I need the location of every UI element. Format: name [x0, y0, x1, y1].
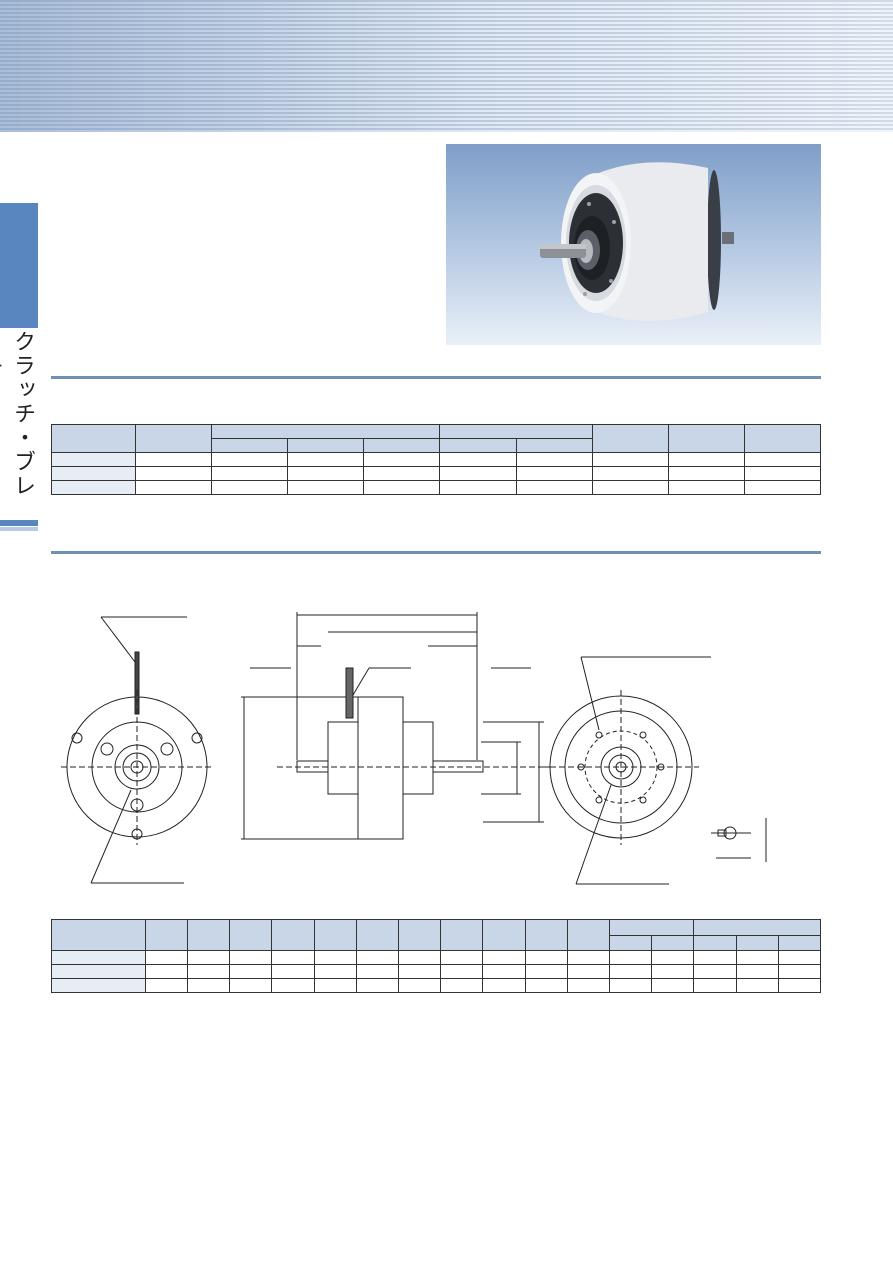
section-rule-dimensions	[51, 551, 821, 554]
section-rule-spec	[51, 376, 821, 379]
table-row	[50, 466, 822, 481]
side-accent-bar	[0, 520, 38, 526]
dimension-drawing	[61, 612, 767, 885]
table-row	[51, 964, 822, 979]
front-view-left	[61, 616, 213, 884]
side-view	[241, 612, 551, 840]
table-row	[50, 452, 822, 467]
side-accent-bar-light	[0, 527, 38, 531]
table-row	[51, 950, 822, 965]
key-detail	[711, 818, 767, 862]
table-row	[50, 480, 822, 495]
side-category-tab[interactable]	[0, 203, 38, 328]
product-photo	[446, 144, 821, 345]
side-category-label: クラッチ・ブレーキ	[0, 330, 35, 498]
header-gradient	[0, 0, 893, 132]
spec-table	[50, 424, 822, 495]
clutch-brake-unit-photo	[540, 162, 734, 321]
table-row	[51, 978, 822, 993]
dimension-table	[51, 918, 822, 993]
front-view-right	[541, 656, 711, 885]
